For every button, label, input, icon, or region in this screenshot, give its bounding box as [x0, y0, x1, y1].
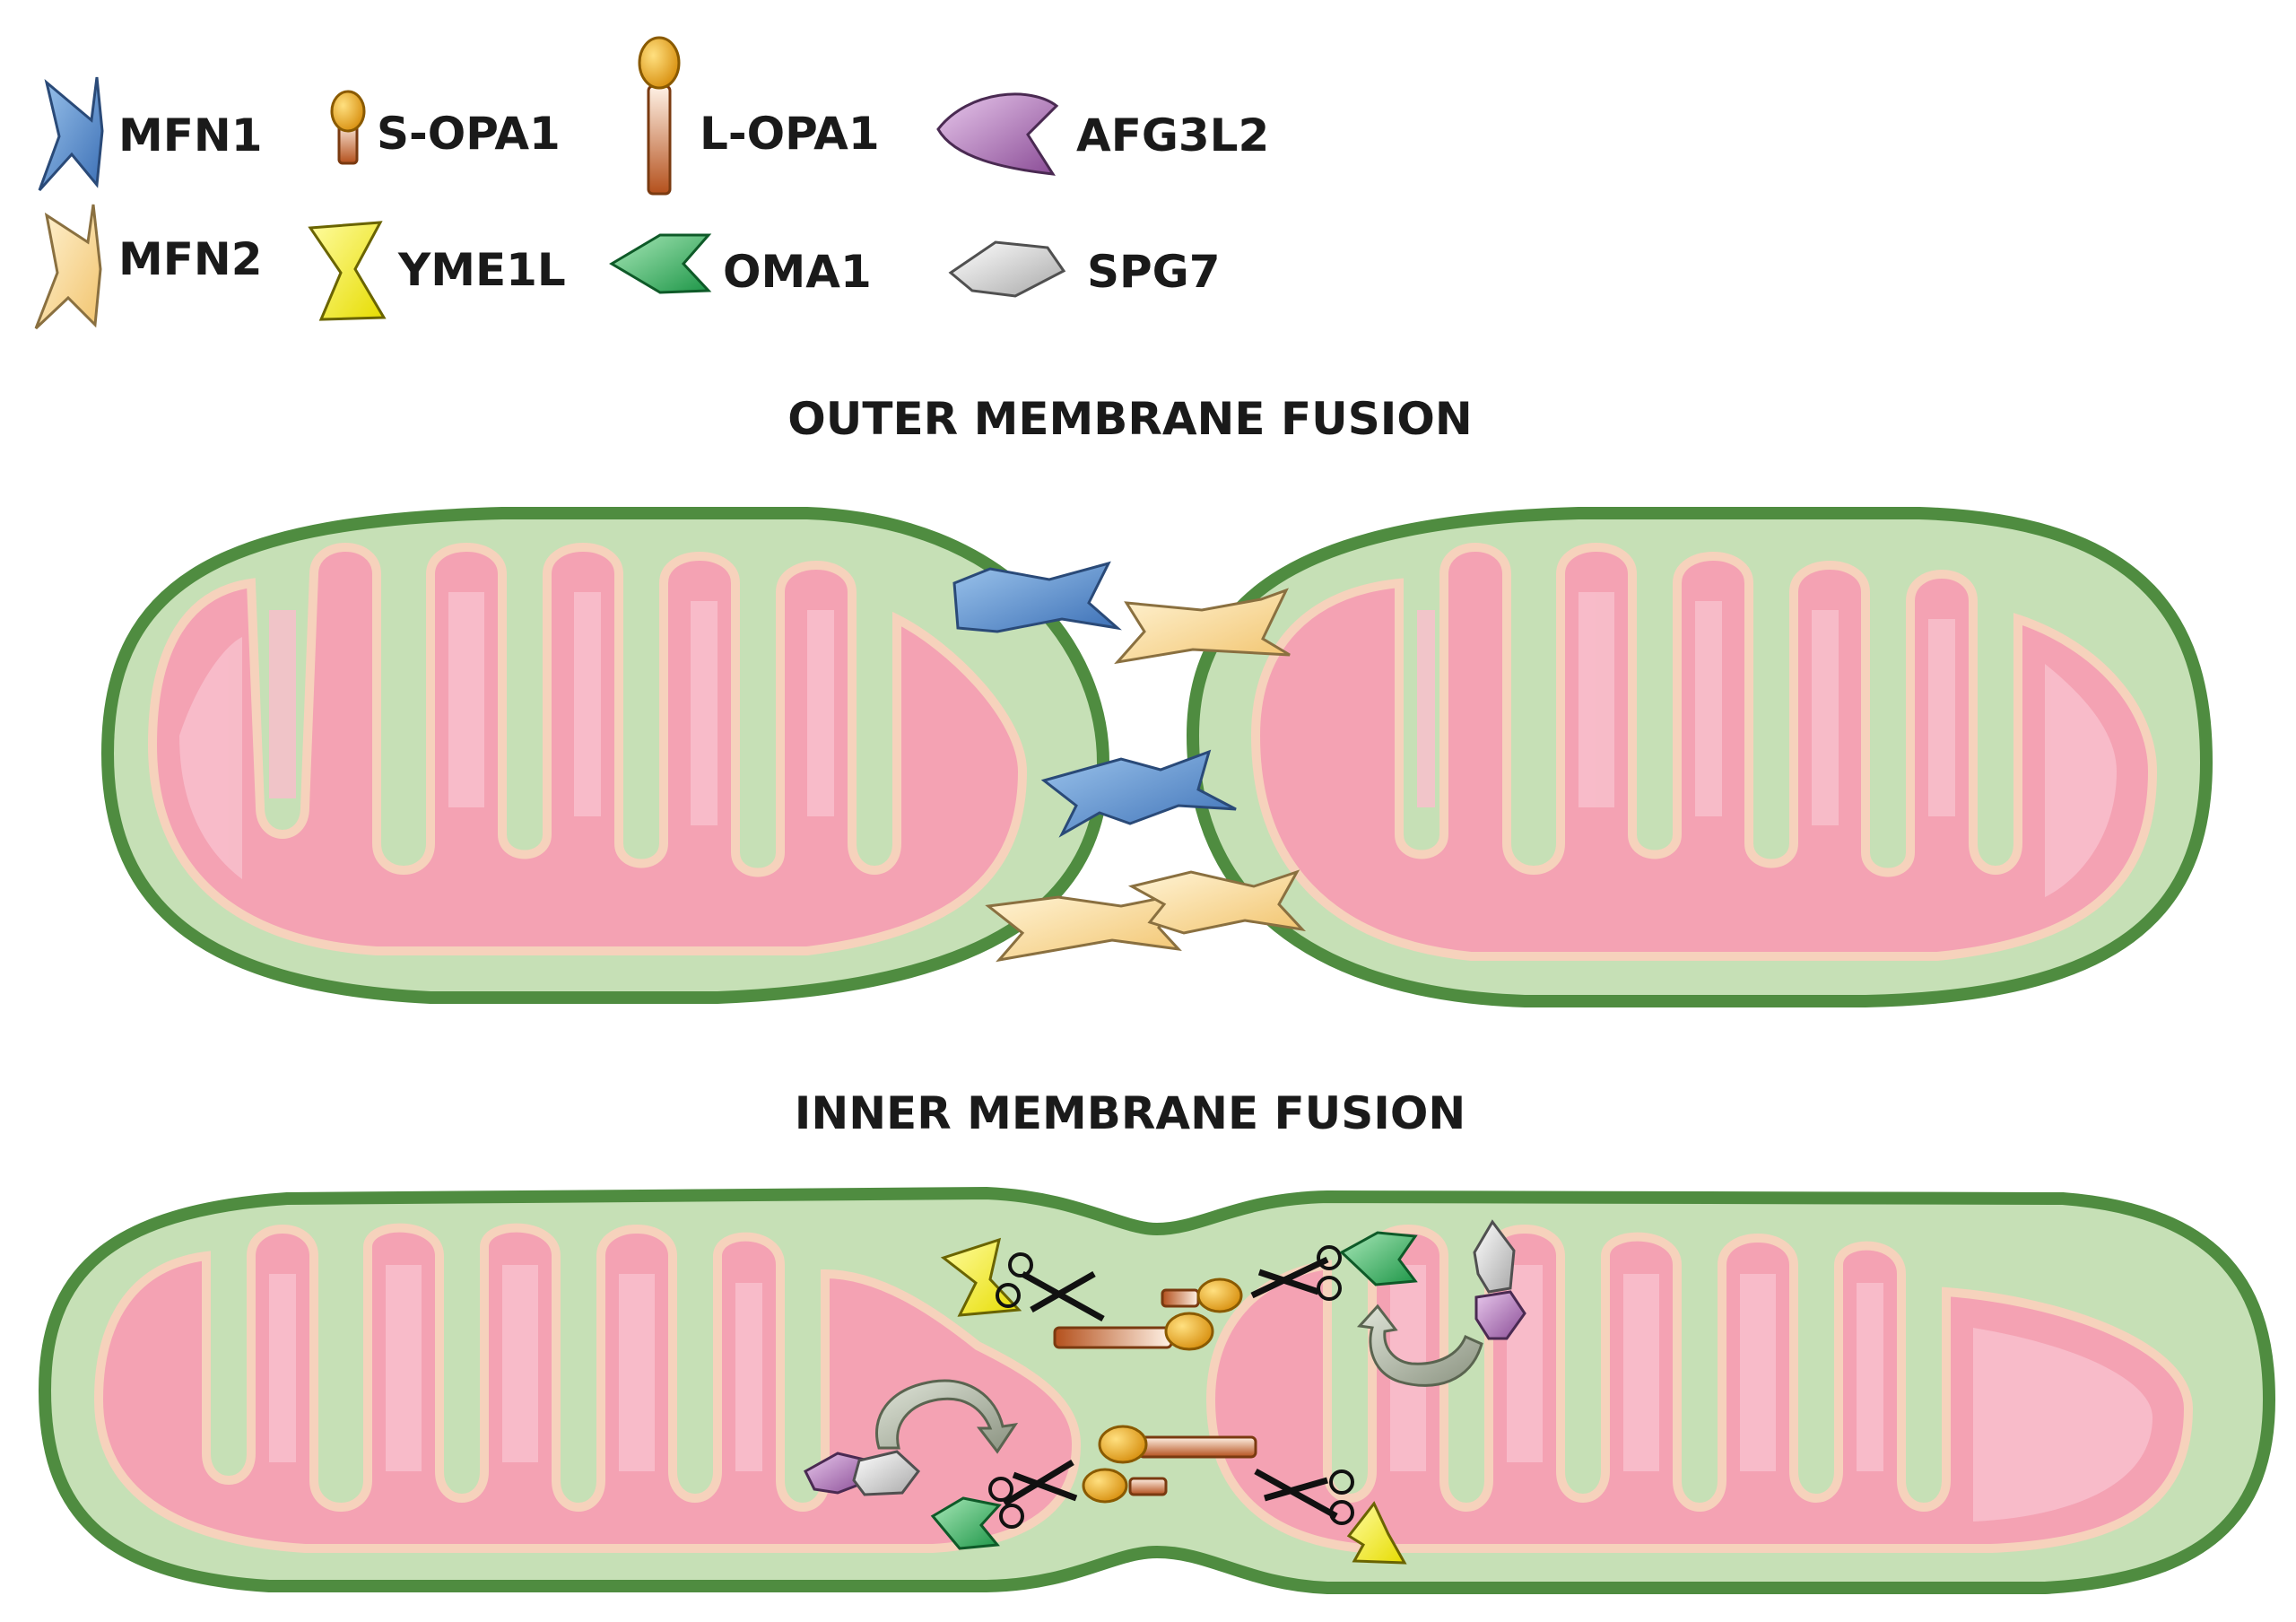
legend-label-oma1: OMA1 [723, 246, 872, 298]
outer-membrane-fusion-title: OUTER MEMBRANE FUSION [787, 393, 1472, 445]
legend-label-mfn2: MFN2 [118, 233, 263, 285]
matrix-cristae-right [1250, 543, 2158, 961]
arrow-icon [875, 1379, 1019, 1454]
oma1-icon [609, 233, 712, 294]
spg7-afg3l2-complex-top [1473, 1219, 1526, 1340]
mfn2-tether-bottom-right [1127, 869, 1307, 935]
fused-mitochondrion [38, 1186, 2276, 1594]
legend-label-yme1l: YME1L [397, 244, 566, 296]
matrix-cristae-left [147, 543, 1028, 955]
scissors-icon [988, 1460, 1078, 1529]
s-opa1-inner-bottom [1082, 1468, 1168, 1504]
yme1l-cleaver-bottom [1346, 1501, 1407, 1565]
afg3l2-icon [936, 92, 1059, 176]
yme1l-cleaver-top [940, 1237, 1022, 1317]
mfn2-tether-top [1114, 588, 1291, 665]
scissors-icon [1254, 1468, 1354, 1525]
l-opa1-inner-top-left [1053, 1312, 1214, 1351]
s-opa1-inner-top [1161, 1278, 1243, 1313]
oma1-cleaver-bottom [930, 1496, 1002, 1550]
legend: MFN1 MFN2 S-OPA1 YME1L L-OPA1 OMA1 [34, 36, 1269, 330]
afg3l2-spg7-complex-bottom [804, 1450, 921, 1496]
mitochondrion-right-outer [1186, 507, 2213, 1007]
scissors-icon [996, 1252, 1105, 1322]
legend-label-afg3l2: AFG3L2 [1076, 109, 1269, 161]
legend-label-spg7: SPG7 [1087, 246, 1221, 298]
oma1-cleaver-top [1339, 1231, 1418, 1286]
l-opa1-icon [638, 36, 681, 196]
mfn1-tether-middle [1040, 749, 1237, 838]
mfn1-icon [38, 76, 104, 192]
legend-label-mfn1: MFN1 [118, 109, 263, 161]
inner-membrane-fusion-title: INNER MEMBRANE FUSION [795, 1087, 1465, 1139]
s-opa1-icon [330, 90, 366, 165]
spg7-icon [948, 240, 1066, 298]
yme1l-icon [308, 221, 387, 321]
legend-label-s-opa1: S-OPA1 [377, 108, 561, 160]
mfn1-tether-top [952, 561, 1122, 633]
l-opa1-inner-bottom-right [1098, 1425, 1257, 1464]
scissors-icon [1250, 1245, 1342, 1301]
arrow-icon [1356, 1304, 1483, 1387]
mfn2-icon [34, 204, 102, 330]
mitochondrion-left-outer [100, 507, 1110, 1004]
legend-label-l-opa1: L-OPA1 [700, 108, 880, 160]
mfn2-tether-bottom-left [985, 891, 1187, 963]
